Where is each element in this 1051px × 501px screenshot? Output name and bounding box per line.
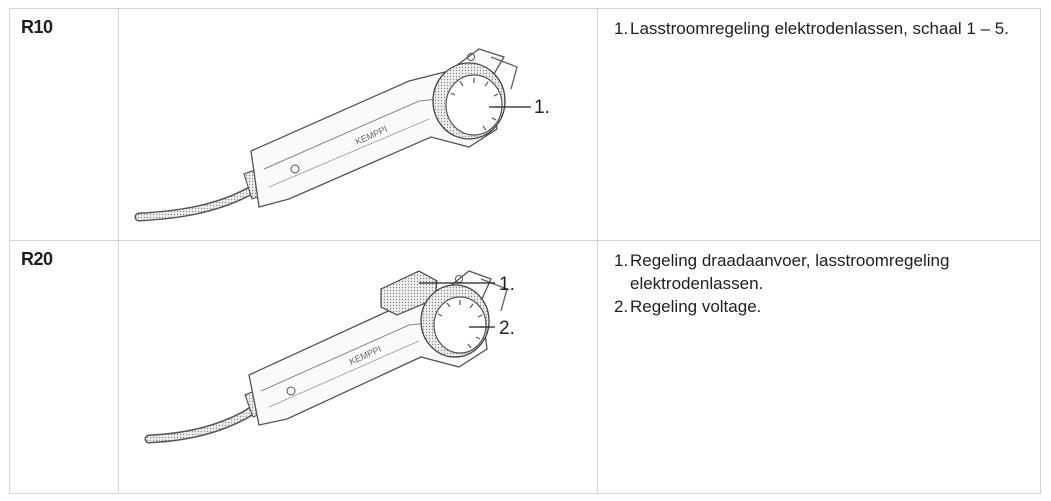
remote-control-table: R10	[9, 8, 1041, 494]
table-row: R20 KEMPPI	[9, 240, 1041, 494]
screw	[286, 386, 296, 396]
description-cell: 1.Regeling draadaanvoer, lasstroomregeli…	[597, 240, 1041, 494]
image-cell: KEMPPI 1. 2.	[118, 240, 598, 494]
model-label: R10	[21, 17, 53, 37]
table-row: R10	[9, 8, 1041, 241]
model-cell: R10	[9, 8, 119, 241]
callout-label: 2.	[499, 318, 515, 339]
knob-dial	[445, 74, 503, 136]
screw	[467, 53, 475, 61]
screw	[290, 164, 300, 174]
description-list: 1.Lasstroomregeling elektrodenlassen, sc…	[598, 9, 1040, 40]
r10-remote-illustration: KEMPPI 1.	[134, 48, 550, 222]
description-cell: 1.Lasstroomregeling elektrodenlassen, sc…	[597, 8, 1041, 241]
item-text: Regeling voltage.	[630, 297, 762, 316]
item-number: 2.	[614, 297, 629, 316]
list-item: 1.Regeling draadaanvoer, lasstroomregeli…	[614, 249, 1028, 295]
image-cell: KEMPPI 1.	[118, 8, 598, 241]
callout-label: 1.	[499, 274, 515, 295]
list-item: 1.Lasstroomregeling elektrodenlassen, sc…	[614, 17, 1028, 40]
callout-label: 1.	[534, 97, 550, 118]
description-list: 1.Regeling draadaanvoer, lasstroomregeli…	[598, 241, 1040, 318]
item-text: Regeling draadaanvoer, lasstroomregeling…	[630, 251, 950, 293]
model-cell: R20	[9, 240, 119, 494]
knob-dial	[433, 296, 487, 354]
r20-remote-illustration: KEMPPI 1. 2.	[144, 270, 515, 444]
model-label: R20	[21, 249, 53, 269]
item-number: 1.	[614, 19, 629, 38]
item-number: 1.	[614, 251, 629, 270]
list-item: 2.Regeling voltage.	[614, 295, 1028, 318]
item-text: Lasstroomregeling elektrodenlassen, scha…	[630, 19, 1009, 38]
